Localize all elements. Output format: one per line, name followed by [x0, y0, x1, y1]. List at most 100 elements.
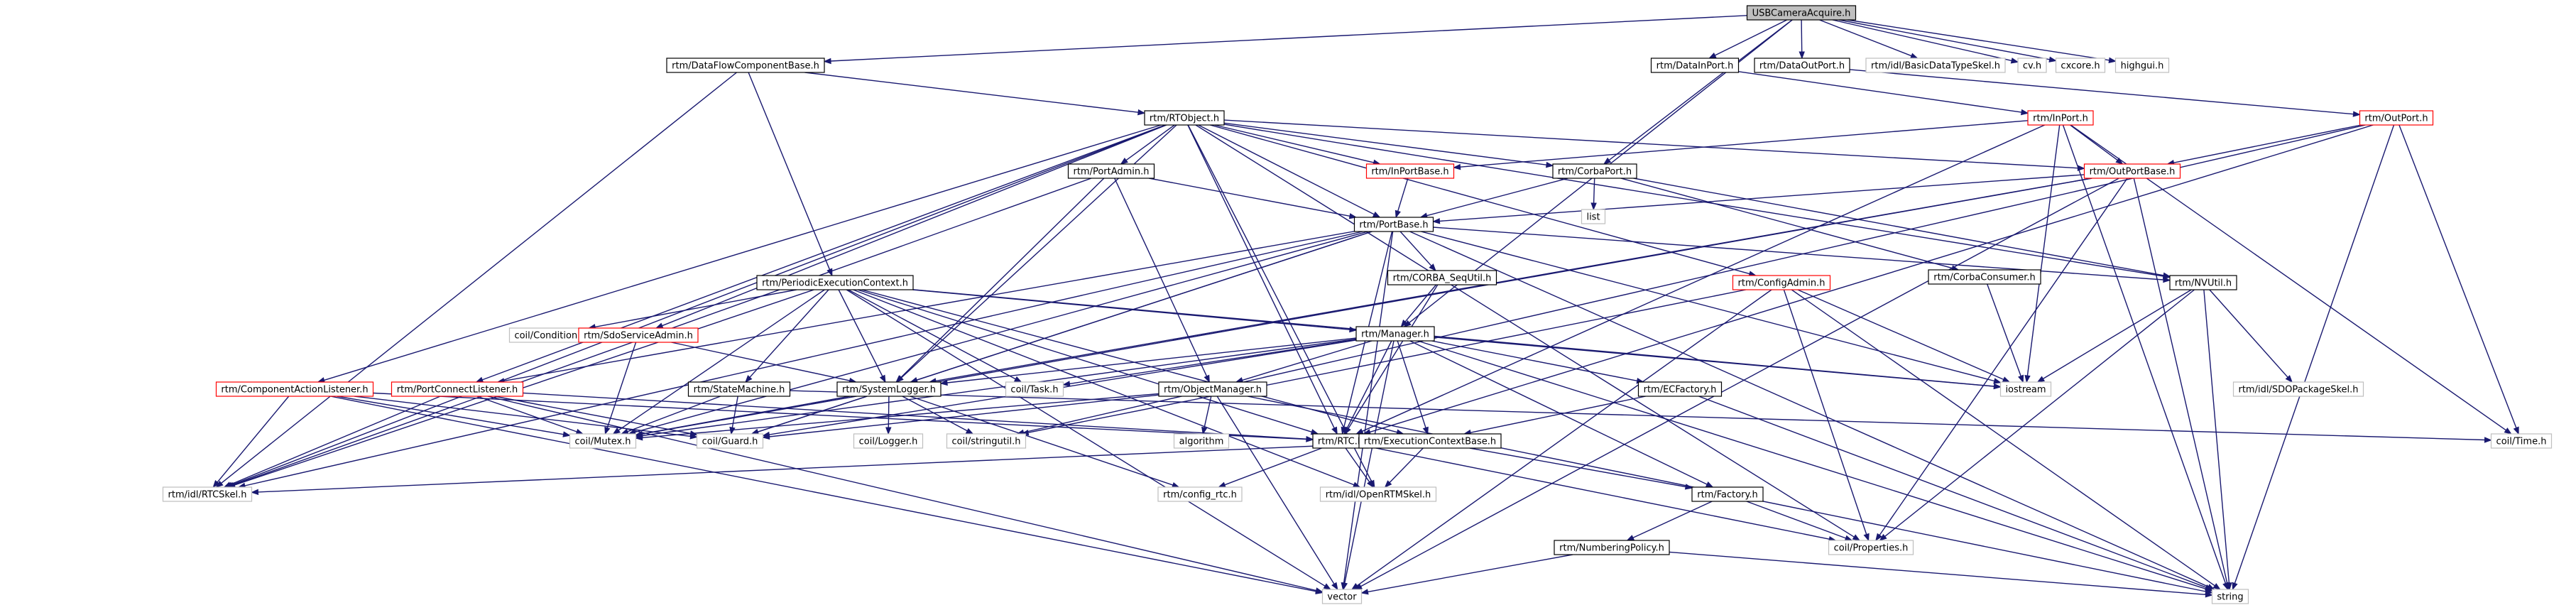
node-rtm-sdoserviceadmin-h[interactable]: rtm/SdoServiceAdmin.h	[578, 327, 699, 343]
node-string[interactable]: string	[2211, 589, 2249, 604]
edge-line	[2043, 289, 2192, 380]
node-label: coil/Logger.h	[859, 437, 918, 447]
node-highgui-h[interactable]: highgui.h	[2114, 58, 2170, 73]
edge-line	[1460, 120, 2029, 168]
node-rtm-portbase-h[interactable]: rtm/PortBase.h	[1353, 217, 1434, 232]
node-rtm-idl-rtcskel-h[interactable]: rtm/idl/RTCSkel.h	[162, 486, 253, 502]
edge-line	[901, 124, 1177, 378]
edges-layer	[212, 15, 2519, 598]
node-usbcameraacquire-h: USBCameraAcquire.h	[1746, 5, 1857, 21]
edge-line	[1469, 447, 1686, 488]
node-iostream[interactable]: iostream	[1999, 381, 2052, 397]
edge-line	[857, 289, 1312, 432]
node-rtm-portconnectlistener-h[interactable]: rtm/PortConnectListener.h	[391, 381, 524, 397]
edge-datainport-to-inport	[1738, 71, 2029, 116]
node-rtm-dataoutport-h[interactable]: rtm/DataOutPort.h	[1754, 58, 1850, 73]
node-coil-time-h[interactable]: coil/Time.h	[2490, 433, 2553, 449]
node-coil-logger-h[interactable]: coil/Logger.h	[853, 433, 924, 449]
node-cxcore-h[interactable]: cxcore.h	[2055, 58, 2106, 73]
node-rtm-outport-h[interactable]: rtm/OutPort.h	[2359, 110, 2434, 126]
node-rtm-idl-openrtmskel-h[interactable]: rtm/idl/OpenRTMSkel.h	[1319, 486, 1437, 502]
edge-periodic-to-manager	[912, 289, 1358, 333]
edge-outportbase-to-string	[2133, 178, 2230, 591]
node-rtm-idl-sdopackageskel-h[interactable]: rtm/idl/SDOPackageSkel.h	[2232, 381, 2364, 397]
edge-line	[1632, 501, 1713, 538]
node-label: rtm/DataOutPort.h	[1759, 61, 1845, 72]
node-label: rtm/PortAdmin.h	[1073, 167, 1149, 178]
node-rtm-periodicexecutioncontext-h[interactable]: rtm/PeriodicExecutionContext.h	[756, 275, 914, 290]
edge-arrowhead	[1626, 535, 1635, 541]
edge-arrowhead	[1343, 426, 1350, 435]
node-box	[836, 381, 942, 397]
node-rtm-portadmin-h[interactable]: rtm/PortAdmin.h	[1067, 163, 1155, 179]
edge-arrowhead	[1315, 587, 1324, 594]
node-rtm-numberingpolicy-h[interactable]: rtm/NumberingPolicy.h	[1554, 540, 1670, 555]
node-vector[interactable]: vector	[1321, 589, 1363, 604]
node-coil-condition-h[interactable]: coil/Condition.h	[508, 327, 592, 343]
node-rtm-idl-basicdatatypeskel-h[interactable]: rtm/idl/BasicDataTypeSkel.h	[1865, 58, 2006, 73]
node-box	[1691, 486, 1764, 502]
node-label: cxcore.h	[2061, 61, 2100, 72]
node-rtm-executioncontextbase-h[interactable]: rtm/ExecutionContextBase.h	[1358, 433, 1502, 449]
node-rtm-statemachine-h[interactable]: rtm/StateMachine.h	[687, 381, 791, 397]
node-rtm-factory-h[interactable]: rtm/Factory.h	[1691, 486, 1764, 502]
node-coil-guard-h[interactable]: coil/Guard.h	[696, 433, 764, 449]
node-rtm-inportbase-h[interactable]: rtm/InPortBase.h	[1365, 163, 1455, 179]
node-rtm-corbaport-h[interactable]: rtm/CorbaPort.h	[1552, 163, 1637, 179]
node-box	[1144, 110, 1225, 126]
node-label: rtm/OutPort.h	[2364, 114, 2428, 124]
node-label: rtm/idl/BasicDataTypeSkel.h	[1871, 61, 2000, 72]
edge-line	[606, 342, 637, 428]
node-label: rtm/DataInPort.h	[1657, 61, 1734, 72]
edge-line	[1714, 19, 1788, 56]
edge-line	[830, 15, 1747, 62]
node-cv-h[interactable]: cv.h	[2017, 58, 2047, 73]
node-rtm-systemlogger-h[interactable]: rtm/SystemLogger.h	[836, 381, 942, 397]
node-box	[215, 381, 374, 397]
edge-ecbase-to-rtcskel	[251, 443, 1360, 496]
node-rtm-componentactionlistener-h[interactable]: rtm/ComponentActionListener.h	[215, 381, 374, 397]
node-coil-mutex-h[interactable]: coil/Mutex.h	[569, 433, 637, 449]
edge-line	[2133, 178, 2228, 584]
node-rtm-configadmin-h[interactable]: rtm/ConfigAdmin.h	[1732, 275, 1831, 290]
node-rtm-rtc-h[interactable]: rtm/RTC.h	[1312, 433, 1369, 449]
node-rtm-inport-h[interactable]: rtm/InPort.h	[2027, 110, 2094, 126]
edge-factory-to-properties	[1746, 501, 1853, 541]
node-box	[1358, 433, 1502, 449]
edge-manager-to-rtch	[1343, 340, 1392, 435]
node-algorithm[interactable]: algorithm	[1173, 433, 1230, 449]
node-rtm-dataflowcomponentbase-h[interactable]: rtm/DataFlowComponentBase.h	[666, 58, 825, 73]
edge-manager-to-ecbase	[1397, 340, 1429, 435]
edge-line	[1224, 447, 1322, 486]
edge-line	[912, 289, 1350, 330]
edge-line	[1346, 340, 1392, 429]
node-rtm-outportbase-h[interactable]: rtm/OutPortBase.h	[2083, 163, 2181, 179]
edge-arrowhead	[1367, 479, 1374, 489]
edge-line	[1417, 340, 2207, 589]
edge-usbcam-to-highgui	[1847, 19, 2117, 63]
edge-arrowhead	[2024, 375, 2031, 383]
node-rtm-manager-h[interactable]: rtm/Manager.h	[1355, 326, 1435, 342]
node-label: rtm/ECFactory.h	[1644, 385, 1717, 396]
edge-arrowhead	[1863, 533, 1870, 542]
edge-line	[1223, 119, 2078, 169]
node-coil-stringutil-h[interactable]: coil/stringutil.h	[946, 433, 1027, 449]
node-rtm-corba-sequtil-h[interactable]: rtm/CORBA_SeqUtil.h	[1387, 270, 1497, 285]
node-rtm-objectmanager-h[interactable]: rtm/ObjectManager.h	[1158, 381, 1267, 397]
edge-line	[258, 443, 1360, 493]
edge-line	[1879, 178, 2128, 535]
edge-line	[523, 392, 1307, 440]
node-rtm-config-rtc-h[interactable]: rtm/config_rtc.h	[1157, 486, 1243, 502]
edge-line	[1421, 231, 1994, 382]
node-rtm-ecfactory-h[interactable]: rtm/ECFactory.h	[1637, 381, 1723, 397]
node-rtm-rtobject-h[interactable]: rtm/RTObject.h	[1144, 110, 1225, 126]
node-rtm-corbaconsumer-h[interactable]: rtm/CorbaConsumer.h	[1928, 269, 2041, 285]
node-list[interactable]: list	[1581, 209, 1606, 224]
node-coil-task-h[interactable]: coil/Task.h	[1005, 381, 1064, 397]
node-coil-properties-h[interactable]: coil/Properties.h	[1828, 540, 1914, 555]
edge-line	[861, 289, 1397, 433]
node-rtm-datainport-h[interactable]: rtm/DataInPort.h	[1650, 58, 1740, 73]
edge-line	[1397, 178, 1409, 212]
node-rtm-nvutil-h[interactable]: rtm/NVUtil.h	[2169, 275, 2237, 290]
edge-line	[337, 396, 564, 435]
